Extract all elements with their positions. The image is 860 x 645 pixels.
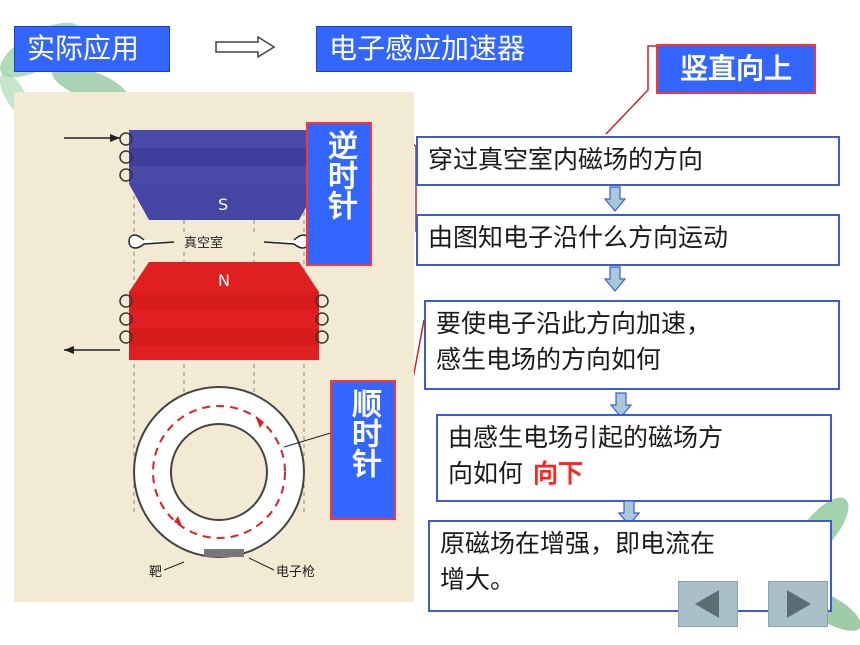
- flow-step-4-line1: 由感生电场引起的磁场方: [448, 423, 724, 452]
- flow-step-5-line2: 增大。: [440, 565, 516, 594]
- down-arrow-icon: [610, 392, 632, 418]
- answer-clockwise-text: 顺时针: [346, 388, 381, 478]
- vacuum-chamber-label: 真空室: [184, 235, 223, 251]
- pole-s-label: S: [218, 195, 228, 214]
- title-practical-application: 实际应用: [14, 26, 170, 72]
- flow-step-3: 要使电子沿此方向加速， 感生电场的方向如何: [424, 300, 840, 390]
- flow-step-3-line2: 感生电场的方向如何: [436, 345, 662, 374]
- target-label: 靶: [149, 565, 162, 580]
- flow-step-2-text: 由图知电子沿什么方向运动: [428, 223, 729, 252]
- flow-step-4: 由感生电场引起的磁场方 向如何向下: [436, 414, 832, 502]
- answer-counterclockwise: 逆时针: [306, 122, 372, 266]
- flow-step-4-line2-row: 向如何向下: [448, 456, 820, 492]
- title-betatron: 电子感应加速器: [316, 26, 572, 72]
- flow-step-1-text: 穿过真空室内磁场的方向: [428, 145, 704, 174]
- flow-step-4-line2: 向如何: [448, 459, 524, 488]
- pole-n-label: N: [218, 271, 230, 290]
- electron-gun-label: 电子枪: [276, 564, 315, 580]
- flow-step-5-line1: 原磁场在增强，即电流在: [440, 529, 716, 558]
- prev-button[interactable]: [678, 581, 738, 627]
- answer-field-direction: 竖直向上: [656, 44, 816, 94]
- next-button[interactable]: [768, 581, 828, 627]
- flow-step-3-line1: 要使电子沿此方向加速，: [436, 309, 712, 338]
- answer-counterclockwise-text: 逆时针: [322, 130, 357, 220]
- triangle-right-icon: [787, 590, 811, 618]
- flow-step-1: 穿过真空室内磁场的方向: [416, 136, 840, 186]
- answer-induced-magnetic: 向下: [533, 459, 584, 488]
- flow-step-5: 原磁场在增强，即电流在 增大。: [428, 520, 832, 612]
- triangle-left-icon: [695, 590, 719, 618]
- down-arrow-icon: [604, 186, 626, 212]
- answer-clockwise: 顺时针: [330, 380, 396, 520]
- arrow-right-icon: [215, 36, 276, 58]
- down-arrow-icon: [604, 266, 626, 292]
- flow-step-2: 由图知电子沿什么方向运动: [416, 214, 840, 266]
- down-arrow-icon: [618, 500, 640, 526]
